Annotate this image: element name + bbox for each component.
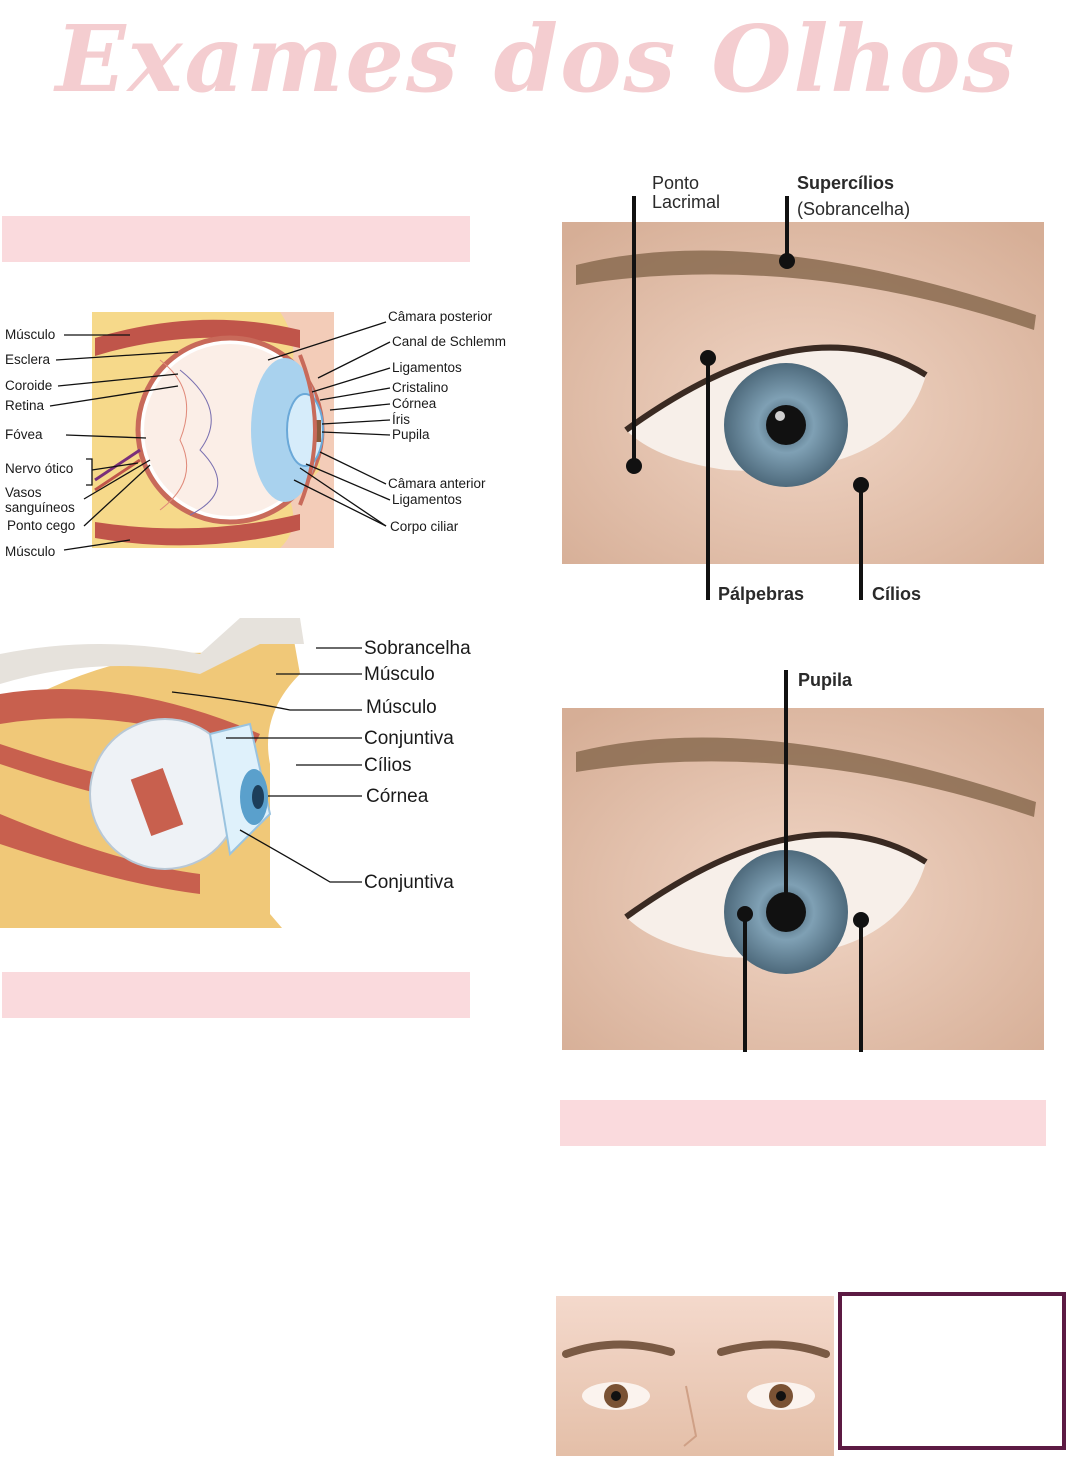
label-cristalino: Cristalino bbox=[392, 380, 448, 395]
label-vasos: Vasos bbox=[5, 485, 42, 500]
label-supercilios: Supercílios bbox=[797, 173, 894, 193]
label-palpebras: Pálpebras bbox=[718, 584, 804, 604]
eye-cross-section-diagram: Músculo Esclera Coroide Retina Fóvea Ner… bbox=[5, 309, 506, 559]
label-musculo-2: Músculo bbox=[366, 697, 437, 718]
label-cornea-2: Córnea bbox=[366, 786, 429, 807]
label-ligamentos-top: Ligamentos bbox=[392, 360, 462, 375]
empty-bordered-box bbox=[838, 1292, 1066, 1450]
label-lacrimal: Lacrimal bbox=[652, 192, 720, 212]
label-fovea: Fóvea bbox=[5, 427, 43, 442]
label-sanguineos: sanguíneos bbox=[5, 500, 75, 515]
face-eyes-photo bbox=[556, 1296, 834, 1456]
label-nervo-otico: Nervo ótico bbox=[5, 461, 73, 476]
section-bar-3 bbox=[560, 1100, 1046, 1146]
page-title: Exames dos Olhos bbox=[55, 5, 1017, 113]
label-ponto-cego: Ponto cego bbox=[7, 518, 75, 533]
label-musculo-bottom: Músculo bbox=[5, 544, 55, 559]
label-cornea: Córnea bbox=[392, 396, 437, 411]
label-cilios-photo: Cílios bbox=[872, 584, 921, 604]
label-canal-schlemm: Canal de Schlemm bbox=[392, 334, 506, 349]
label-sobrancelha-parenthetical: (Sobrancelha) bbox=[797, 199, 910, 219]
label-coroide: Coroide bbox=[5, 378, 52, 393]
label-conjuntiva-2: Conjuntiva bbox=[364, 872, 454, 893]
label-camara-anterior: Câmara anterior bbox=[388, 476, 486, 491]
section-bar-2 bbox=[2, 972, 470, 1018]
label-musculo-1: Músculo bbox=[364, 664, 435, 685]
eye-side-view-diagram: Sobrancelha Músculo Músculo Conjuntiva C… bbox=[0, 618, 471, 928]
label-iris: Íris bbox=[392, 412, 410, 427]
label-musculo-top: Músculo bbox=[5, 327, 55, 342]
section-bar-1 bbox=[2, 216, 470, 262]
label-conjuntiva-1: Conjuntiva bbox=[364, 728, 454, 749]
label-cilios: Cílios bbox=[364, 755, 412, 776]
label-retina: Retina bbox=[5, 398, 45, 413]
label-ponto: Ponto bbox=[652, 173, 699, 193]
label-esclera: Esclera bbox=[5, 352, 51, 367]
label-pupila-photo: Pupila bbox=[798, 670, 853, 690]
eye-photo-labeled: Ponto Lacrimal Supercílios (Sobrancelha)… bbox=[562, 173, 1044, 604]
eye-photo-pupil: Pupila bbox=[562, 670, 1044, 1052]
label-corpo-ciliar: Corpo ciliar bbox=[390, 519, 459, 534]
label-sobrancelha: Sobrancelha bbox=[364, 638, 471, 659]
label-pupila: Pupila bbox=[392, 427, 430, 442]
label-camara-posterior: Câmara posterior bbox=[388, 309, 493, 324]
label-ligamentos-bottom: Ligamentos bbox=[392, 492, 462, 507]
